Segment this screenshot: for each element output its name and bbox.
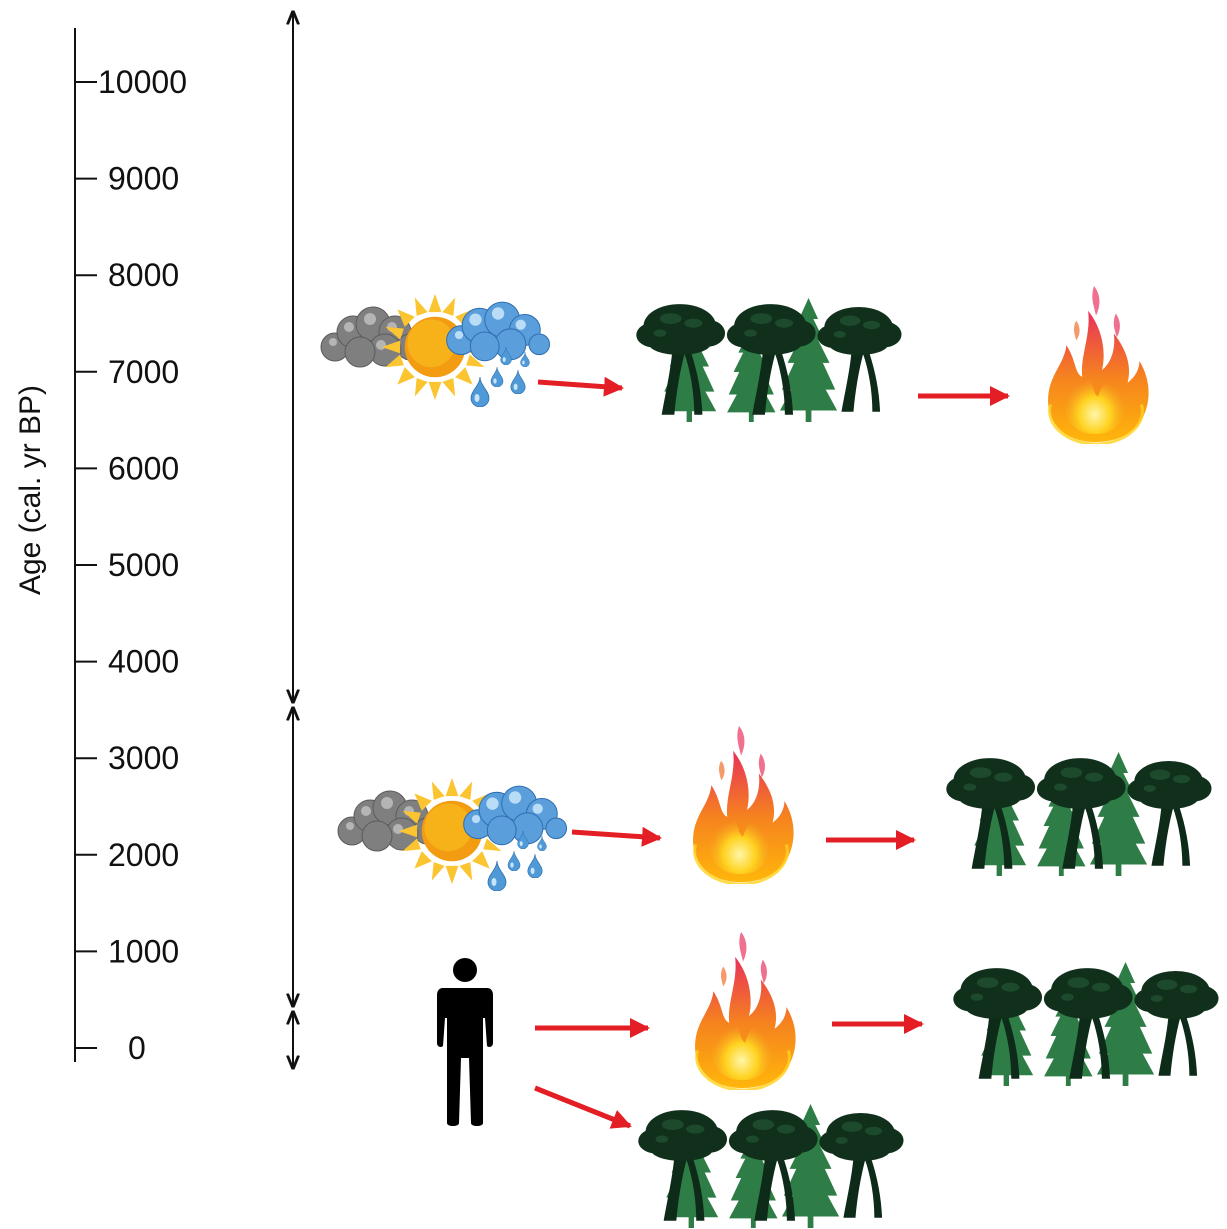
axis-tick-label: 4000 bbox=[108, 644, 179, 680]
axis-tick-label: 10000 bbox=[98, 64, 187, 100]
axis-tick-label: 8000 bbox=[108, 257, 179, 293]
age-axis-ticks: 1000090008000700060005000400030002000100… bbox=[75, 64, 187, 1066]
axis-tick-label: 9000 bbox=[108, 161, 179, 197]
forest-icon bbox=[953, 962, 1218, 1086]
red-arrow bbox=[571, 826, 662, 847]
axis-tick-label: 3000 bbox=[108, 740, 179, 776]
fire-icon bbox=[1046, 286, 1151, 444]
row-2-sequence bbox=[338, 726, 1212, 891]
climate-icon bbox=[321, 294, 550, 407]
axis-tick-label: 5000 bbox=[108, 547, 179, 583]
red-arrow bbox=[537, 376, 624, 397]
axis-tick-label: 6000 bbox=[108, 450, 179, 486]
axis-tick-label: 1000 bbox=[108, 933, 179, 969]
climate-icon bbox=[338, 778, 567, 891]
forest-icon bbox=[946, 752, 1211, 876]
fire-icon bbox=[693, 932, 798, 1090]
axis-tick-label: 0 bbox=[128, 1030, 146, 1066]
human-icon bbox=[437, 958, 493, 1126]
age-axis-title: Age (cal. yr BP) bbox=[14, 385, 47, 595]
forest-icon bbox=[636, 298, 901, 422]
age-axis: 1000090008000700060005000400030002000100… bbox=[14, 28, 187, 1066]
axis-tick-label: 2000 bbox=[108, 837, 179, 873]
axis-tick-label: 7000 bbox=[108, 354, 179, 390]
fire-icon bbox=[691, 726, 796, 884]
row-3-sequence bbox=[437, 932, 1219, 1228]
forest-icon bbox=[638, 1104, 903, 1228]
row-1-sequence bbox=[321, 286, 1151, 444]
red-arrow bbox=[534, 1085, 632, 1129]
